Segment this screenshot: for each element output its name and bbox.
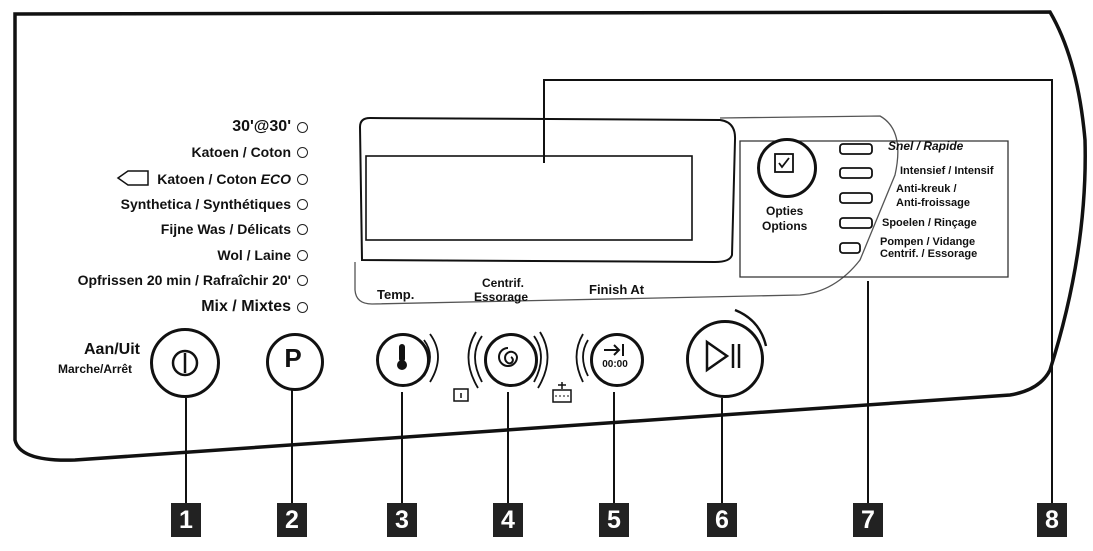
programme-item: 30'@30' xyxy=(232,118,308,136)
callout-7: 7 xyxy=(853,503,883,537)
programme-led-icon xyxy=(297,301,308,313)
programme-led-icon xyxy=(297,146,308,158)
start-pause-button[interactable] xyxy=(686,320,764,398)
programme-led-icon xyxy=(297,223,308,235)
options-button[interactable] xyxy=(757,138,817,198)
power-label-line1: Aan/Uit xyxy=(84,341,140,358)
option-label-anti-crease-1: Anti-kreuk / xyxy=(896,183,957,195)
display-label-temp: Temp. xyxy=(377,287,415,302)
option-label-intensive: Intensief / Intensif xyxy=(900,165,994,177)
option-indicator xyxy=(839,217,873,229)
program-button[interactable] xyxy=(266,333,324,391)
callout-1: 1 xyxy=(171,503,201,537)
programme-item: Katoen / Coton xyxy=(191,144,308,160)
program-button-letter: P xyxy=(284,343,302,373)
finish-at-clock-text: 00:00 xyxy=(602,359,628,370)
spin-icon xyxy=(498,347,519,367)
power-label-line2: Marche/Arrêt xyxy=(58,362,133,376)
programme-led-icon xyxy=(297,274,308,286)
programme-label: Wol / Laine xyxy=(217,247,291,263)
callout-6: 6 xyxy=(707,503,737,537)
programme-item: Synthetica / Synthétiques xyxy=(121,196,308,212)
programme-item: Fijne Was / Délicats xyxy=(161,221,308,237)
programme-led-icon xyxy=(297,198,308,210)
delay-arrow-icon xyxy=(604,344,624,356)
programme-label: Opfrissen 20 min / Rafraîchir 20' xyxy=(77,272,291,288)
programme-label: Katoen / Coton ECO xyxy=(157,171,291,187)
option-label-spin: Centrif. / Essorage xyxy=(880,248,978,260)
thermometer-icon xyxy=(397,344,407,370)
options-checklist-icon xyxy=(774,153,794,173)
option-indicator xyxy=(839,242,861,254)
callout-8: 8 xyxy=(1037,503,1067,537)
child-lock-icon xyxy=(453,388,469,402)
option-label-rinse: Spoelen / Rinçage xyxy=(882,217,977,229)
display-screen xyxy=(365,155,693,241)
programme-label: Mix / Mixtes xyxy=(201,298,291,315)
options-label-line1: Opties xyxy=(766,204,804,218)
programme-led-icon xyxy=(297,121,308,133)
callout-4: 4 xyxy=(493,503,523,537)
programme-led-icon xyxy=(297,173,308,185)
callout-3: 3 xyxy=(387,503,417,537)
programme-item: Wol / Laine xyxy=(217,247,308,263)
finish-at-button[interactable] xyxy=(590,333,644,387)
power-icon xyxy=(171,349,199,377)
programme-label: 30'@30' xyxy=(232,118,291,135)
extra-rinse-icon xyxy=(552,382,572,403)
option-indicator xyxy=(839,167,873,179)
programme-item: Opfrissen 20 min / Rafraîchir 20' xyxy=(78,272,308,288)
options-label-line2: Options xyxy=(762,219,808,233)
programme-label: Synthetica / Synthétiques xyxy=(120,196,291,212)
callout-5: 5 xyxy=(599,503,629,537)
option-label-anti-crease-2: Anti-froissage xyxy=(896,197,970,209)
callout-2: 2 xyxy=(277,503,307,537)
power-label: Aan/Uit xyxy=(70,341,140,359)
option-label-drain: Pompen / Vidange xyxy=(880,236,976,248)
programme-led-icon xyxy=(297,249,308,261)
programme-label: Fijne Was / Délicats xyxy=(160,221,291,237)
option-indicator xyxy=(839,143,873,155)
display-label-centrif-1: Centrif. xyxy=(482,276,524,290)
programme-item: Katoen / Coton ECO xyxy=(157,171,308,187)
display-label-finish-at: Finish At xyxy=(589,282,645,297)
option-indicator xyxy=(839,192,873,204)
programme-label: Katoen / Coton xyxy=(191,144,291,160)
option-label-rapid: Snel / Rapide xyxy=(888,139,964,153)
display-label-centrif-2: Essorage xyxy=(474,290,529,304)
spin-button[interactable] xyxy=(484,333,538,387)
programme-item: Mix / Mixtes xyxy=(201,298,308,316)
start-pause-icon xyxy=(705,339,741,373)
